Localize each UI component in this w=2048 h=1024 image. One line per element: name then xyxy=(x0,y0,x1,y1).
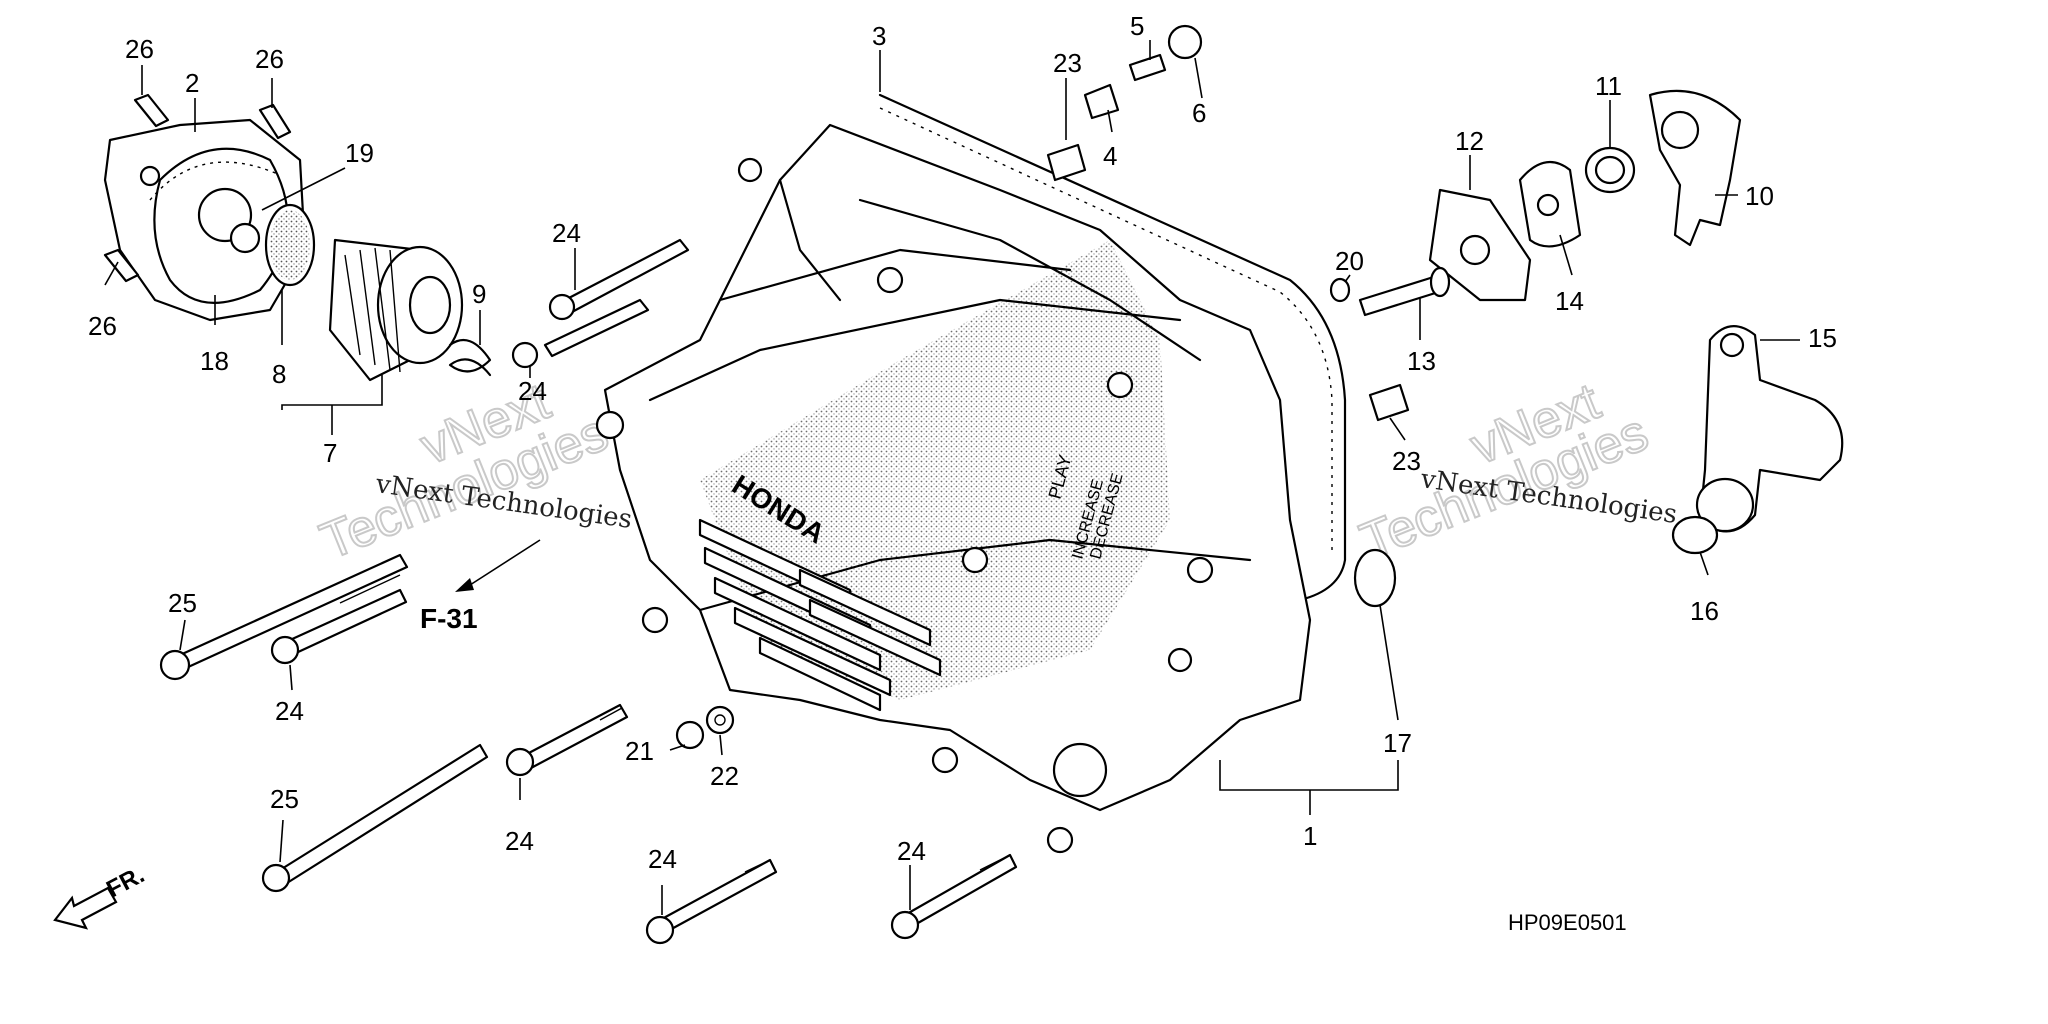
callout-8: 8 xyxy=(272,359,286,389)
callout-2: 2 xyxy=(185,68,199,98)
callout-26b: 26 xyxy=(255,44,284,74)
callout-12: 12 xyxy=(1455,126,1484,156)
callout-11: 11 xyxy=(1595,71,1622,101)
callout-16: 16 xyxy=(1690,596,1719,626)
callout-24f: 24 xyxy=(897,836,926,866)
callout-25b: 25 xyxy=(270,784,299,814)
callout-18: 18 xyxy=(200,346,229,376)
callout-13: 13 xyxy=(1407,346,1436,376)
callout-19: 19 xyxy=(345,138,374,168)
callout-24d: 24 xyxy=(505,826,534,856)
oil-filter-cover xyxy=(103,118,307,322)
callout-5: 5 xyxy=(1130,11,1144,41)
callout-23a: 23 xyxy=(1053,48,1082,78)
cover-grille xyxy=(698,518,942,712)
callout-21: 21 xyxy=(625,736,654,766)
callout-4: 4 xyxy=(1103,141,1117,171)
callout-24e: 24 xyxy=(648,844,677,874)
callout-14: 14 xyxy=(1555,286,1584,316)
right-parts xyxy=(1046,24,1844,608)
leader-lines xyxy=(104,40,1800,915)
callout-17: 17 xyxy=(1383,728,1412,758)
callout-20: 20 xyxy=(1335,246,1364,276)
callout-23b: 23 xyxy=(1392,446,1421,476)
callout-1: 1 xyxy=(1303,821,1317,851)
callout-22: 22 xyxy=(710,761,739,791)
oil-filter xyxy=(264,203,492,382)
callouts: 1 2 3 4 5 6 7 8 9 10 11 12 13 14 15 16 1… xyxy=(88,11,1837,874)
gasket xyxy=(878,93,1347,612)
figure-code: HP09E0501 xyxy=(1508,910,1627,935)
callout-24b: 24 xyxy=(518,376,547,406)
callout-25a: 25 xyxy=(168,588,197,618)
callout-24a: 24 xyxy=(552,218,581,248)
callout-24c: 24 xyxy=(275,696,304,726)
front-direction-arrow: FR. xyxy=(53,861,149,930)
fasteners xyxy=(103,93,1018,945)
callout-7: 7 xyxy=(323,438,337,468)
callout-9: 9 xyxy=(472,279,486,309)
callout-15: 15 xyxy=(1808,323,1837,353)
callout-3: 3 xyxy=(872,21,886,51)
section-reference: F-31 xyxy=(420,603,478,634)
callout-26c: 26 xyxy=(88,311,117,341)
crankcase-cover: HONDA PLAY INCREASE DECREASE xyxy=(595,123,1312,854)
callout-26a: 26 xyxy=(125,34,154,64)
callout-6: 6 xyxy=(1192,98,1206,128)
callout-10: 10 xyxy=(1745,181,1774,211)
